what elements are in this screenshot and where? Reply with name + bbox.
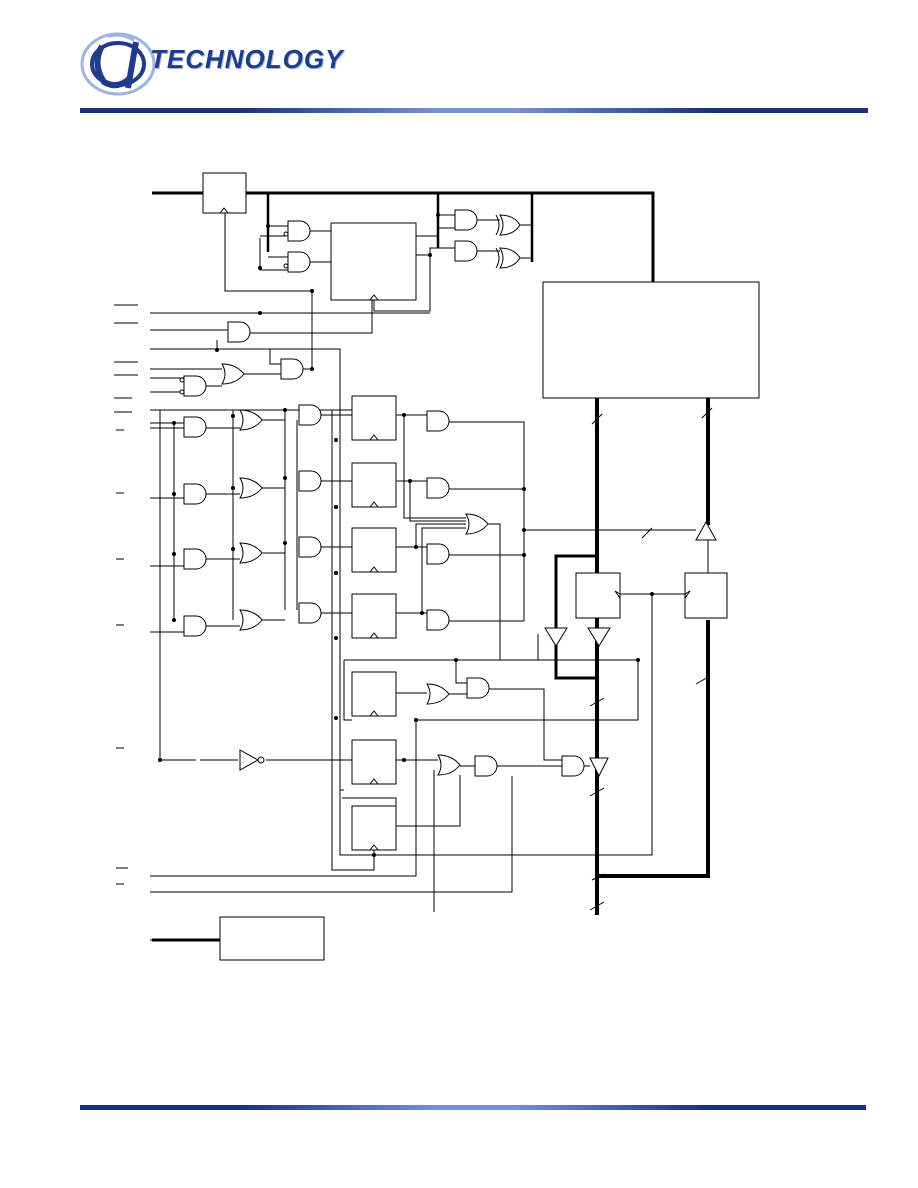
- or-gate-icon: [437, 754, 461, 776]
- and-gate-icon: [183, 416, 207, 438]
- gsi-monogram-icon: [80, 32, 156, 96]
- register-block-icon: [351, 593, 397, 639]
- aux-block: [219, 916, 325, 961]
- and-gate-icon: [426, 543, 450, 565]
- or-gate-icon: [426, 683, 450, 705]
- and-gate-icon: [227, 321, 251, 343]
- and-gate-icon: [287, 220, 311, 242]
- and-gate-icon: [298, 404, 322, 426]
- and-gate-icon: [454, 209, 478, 231]
- or-gate-icon: [239, 609, 263, 631]
- input-data-register: [684, 572, 728, 619]
- and-gate-icon: [298, 536, 322, 558]
- and-gate-icon: [183, 548, 207, 570]
- burst-counter: [330, 222, 417, 301]
- header-rule: [80, 108, 868, 113]
- buffer-triangle-icon: [589, 757, 609, 778]
- register-block-icon: [351, 805, 397, 851]
- footer-rule: [80, 1105, 866, 1110]
- and-gate-icon: [426, 477, 450, 499]
- and-gate-icon: [466, 677, 490, 699]
- and-gate-icon: [183, 375, 207, 397]
- and-gate-icon: [561, 755, 585, 777]
- and-gate-icon: [454, 240, 478, 262]
- stage-row-3: [150, 527, 524, 573]
- register-block-icon: [351, 671, 397, 717]
- address-bus-top: [152, 191, 655, 282]
- and-gate-icon: [298, 470, 322, 492]
- output-register: [575, 572, 621, 619]
- register-block-icon: [351, 462, 397, 508]
- buffer-triangle-icon: [544, 627, 568, 647]
- input-register: [202, 172, 247, 214]
- register-block-icon: [351, 739, 397, 785]
- and-gate-icon: [474, 755, 498, 777]
- stage-row-4: [150, 593, 524, 639]
- register-block-icon: [351, 527, 397, 573]
- or-gate-icon: [239, 477, 263, 499]
- and-gate-icon: [287, 251, 311, 273]
- and-gate-icon: [426, 609, 450, 631]
- gsi-technology-logo: [78, 28, 288, 100]
- or-gate-icon: [465, 513, 489, 535]
- register-block-icon: [351, 395, 397, 441]
- or-gate-icon: [239, 409, 263, 431]
- buffer-triangle-icon: [587, 627, 611, 647]
- buffer-triangle-icon: [695, 520, 717, 541]
- and-gate-icon: [298, 602, 322, 624]
- and-gate-icon: [280, 358, 304, 380]
- stage-row-1: [150, 395, 525, 621]
- and-gate-icon: [183, 615, 207, 637]
- data-bus-right: [597, 398, 710, 878]
- or-gate-icon: [221, 363, 245, 385]
- brand-wordmark: TECHNOLOGY: [150, 44, 344, 74]
- and-gate-icon: [426, 410, 450, 432]
- memory-array: [542, 281, 760, 399]
- or-gate-icon: [239, 542, 263, 564]
- stage-row-2: [150, 462, 524, 508]
- and-gate-icon: [183, 483, 207, 505]
- xor-gate-icon: [495, 214, 521, 236]
